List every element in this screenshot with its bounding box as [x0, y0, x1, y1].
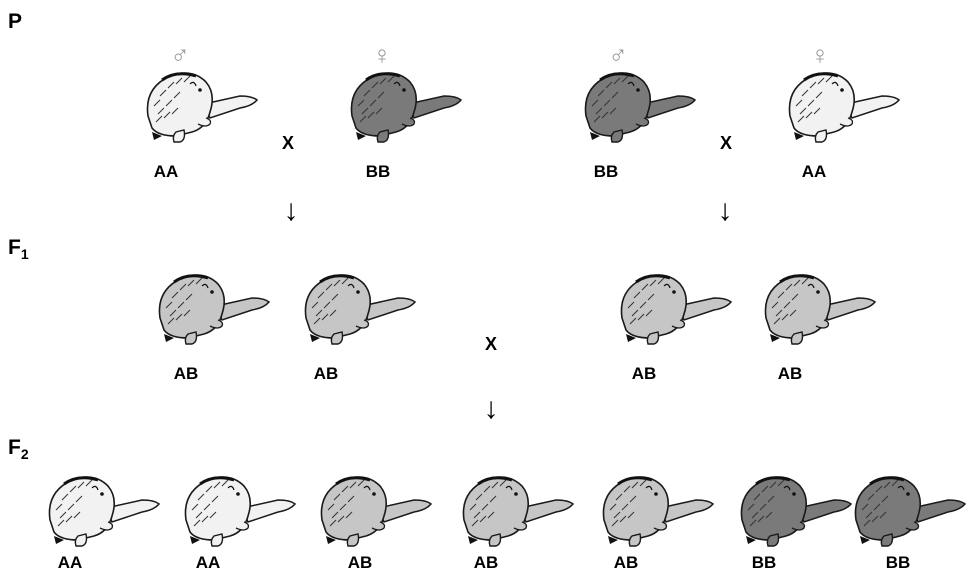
- genotype-label: AA: [40, 553, 100, 573]
- genotype-label: AB: [614, 364, 674, 384]
- genotype-label: AA: [136, 162, 196, 182]
- animal-white-icon: [178, 470, 298, 552]
- down-arrow-icon: ↓: [476, 394, 506, 424]
- animal-intermediate-icon: [758, 268, 878, 350]
- generation-f2-subscript: 2: [21, 446, 29, 462]
- female-symbol-icon: ♀: [800, 42, 840, 68]
- animal-dark-icon: [848, 470, 968, 552]
- animal-intermediate-icon: [596, 470, 716, 552]
- animal-intermediate-icon: [614, 268, 734, 350]
- genotype-label: AB: [456, 553, 516, 573]
- generation-f1-label: F1: [8, 236, 29, 262]
- genotype-label: AA: [784, 162, 844, 182]
- male-symbol-icon: ♂: [598, 42, 638, 68]
- cross-symbol: X: [273, 133, 303, 154]
- animal-intermediate-icon: [314, 470, 434, 552]
- cross-symbol: X: [476, 334, 506, 355]
- genotype-label: AA: [178, 553, 238, 573]
- animal-white-icon: [140, 66, 260, 148]
- down-arrow-icon: ↓: [710, 196, 740, 226]
- animal-dark-icon: [578, 66, 698, 148]
- generation-f1-letter: F: [8, 236, 21, 259]
- down-arrow-icon: ↓: [276, 196, 306, 226]
- animal-white-icon: [782, 66, 902, 148]
- genotype-label: BB: [734, 553, 794, 573]
- genotype-label: AB: [760, 364, 820, 384]
- genotype-label: AB: [596, 553, 656, 573]
- animal-dark-icon: [344, 66, 464, 148]
- genotype-label: BB: [868, 553, 928, 573]
- cross-symbol: X: [711, 133, 741, 154]
- animal-intermediate-icon: [298, 268, 418, 350]
- genotype-label: AB: [156, 364, 216, 384]
- generation-p-label: P: [8, 10, 22, 34]
- male-symbol-icon: ♂: [160, 42, 200, 68]
- generation-f2-letter: F: [8, 436, 21, 459]
- animal-intermediate-icon: [456, 470, 576, 552]
- genotype-label: AB: [330, 553, 390, 573]
- animal-white-icon: [42, 470, 162, 552]
- animal-intermediate-icon: [152, 268, 272, 350]
- genotype-label: BB: [348, 162, 408, 182]
- generation-f1-subscript: 1: [21, 246, 29, 262]
- female-symbol-icon: ♀: [362, 42, 402, 68]
- genotype-label: AB: [296, 364, 356, 384]
- genotype-label: BB: [576, 162, 636, 182]
- generation-f2-label: F2: [8, 436, 29, 462]
- animal-dark-icon: [734, 470, 854, 552]
